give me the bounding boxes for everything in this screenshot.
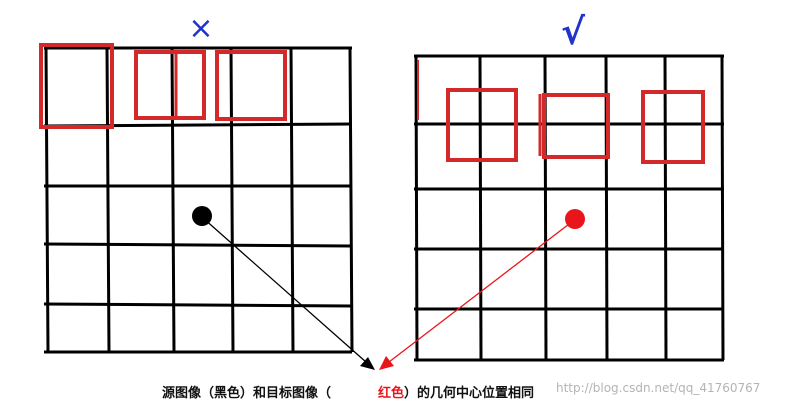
grid-vline-1 — [105, 47, 111, 353]
watermark-url: http://blog.csdn.net/qq_41760767 — [556, 381, 761, 395]
source-grid — [43, 46, 354, 354]
grid-vline-4 — [663, 55, 668, 361]
red-window-2 — [215, 50, 287, 121]
caption-prefix: 源图像（黑色）和目标图像（ — [162, 386, 332, 401]
red-window-1 — [134, 50, 206, 120]
grid-vline-0 — [414, 55, 419, 361]
grid-hline-4 — [43, 302, 353, 308]
target-arrow-head — [379, 356, 394, 370]
grid-vline-5 — [348, 47, 354, 353]
grid-vline-0 — [44, 47, 50, 353]
left-panel-source-grid: × — [39, 11, 354, 354]
caption-highlight-red: 红色 — [378, 386, 405, 401]
grid-vline-5 — [720, 55, 725, 361]
target-center-arrow — [388, 220, 574, 363]
red-window-0 — [39, 43, 114, 129]
source-center-arrow — [202, 217, 367, 363]
source-sample-windows — [39, 43, 287, 129]
right-panel-target-grid: √ — [414, 12, 725, 362]
source-arrow-head — [360, 357, 375, 370]
target-center-dot — [565, 209, 585, 229]
target-grid — [414, 54, 725, 362]
wrong-mark: × — [188, 11, 213, 46]
red-window-0 — [446, 88, 518, 162]
correct-mark: √ — [561, 12, 586, 53]
caption: 源图像（黑色）和目标图像（ 红色 ）的几何中心位置相同 — [0, 380, 785, 404]
caption-suffix: ）的几何中心位置相同 — [404, 386, 535, 401]
red-window-2 — [641, 90, 705, 164]
red-window-1 — [542, 93, 610, 159]
grid-vline-2 — [170, 47, 176, 353]
grid-vline-4 — [289, 47, 295, 353]
target-sample-windows — [417, 60, 705, 164]
grid-vline-3 — [229, 47, 235, 353]
grid-vline-1 — [478, 55, 483, 361]
center-arrows — [202, 217, 574, 370]
grid-hline-3 — [43, 242, 353, 248]
